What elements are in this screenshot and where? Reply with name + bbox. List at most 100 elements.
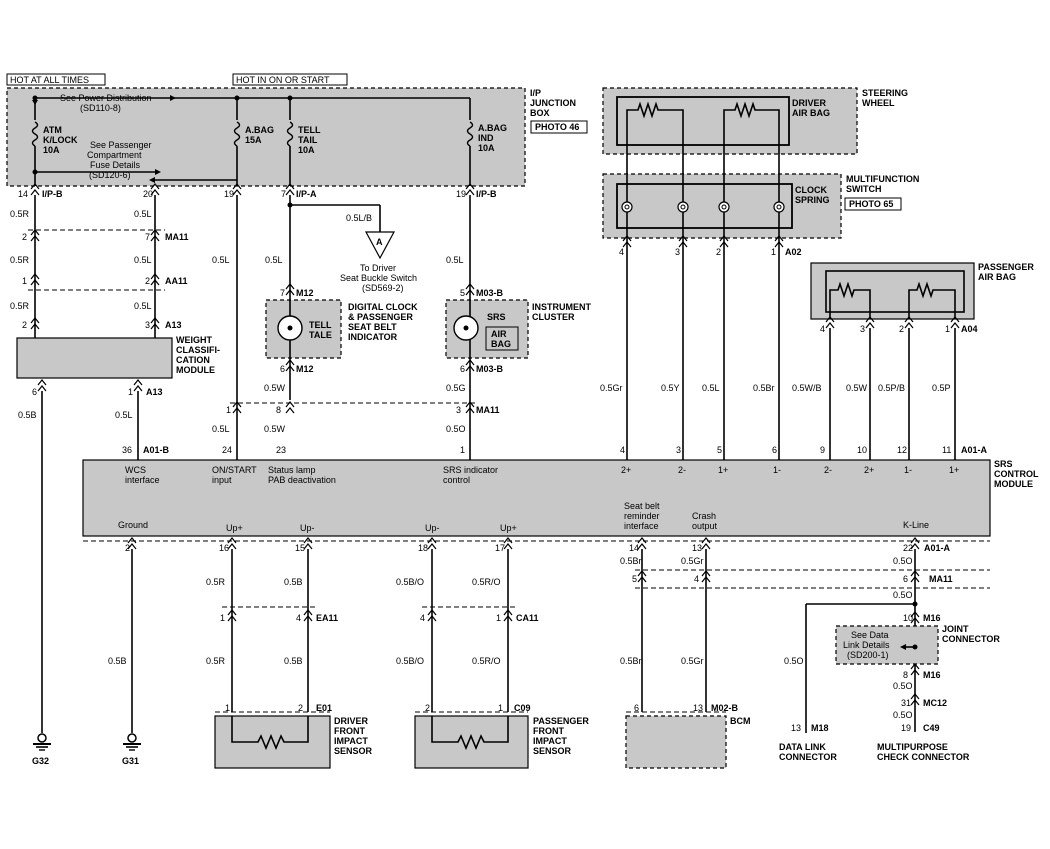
- photo46-box: [530, 120, 588, 134]
- ca11: CA11: [516, 613, 539, 623]
- pin-19c: 19: [901, 723, 911, 733]
- a13-2: A13: [146, 387, 163, 397]
- seatbelt-2: reminder: [624, 511, 660, 521]
- photo46-label: PHOTO 46: [535, 122, 579, 132]
- pin-1i: 1: [225, 703, 230, 713]
- wcs: WCS: [125, 465, 146, 475]
- pin-9: 9: [820, 445, 825, 455]
- pin-13b: 13: [693, 703, 703, 713]
- g32-label: G32: [32, 756, 49, 766]
- fuse-klock: K/LOCK: [43, 135, 78, 145]
- srs-control-label-1: SRS: [994, 459, 1013, 469]
- hot-in-on-or-start-label: HOT IN ON OR START: [236, 75, 330, 85]
- pin-8a: 8: [276, 405, 281, 415]
- m16-1: M16: [923, 613, 941, 623]
- wire-05o-3: 0.5O: [893, 590, 913, 600]
- pin-10: 10: [857, 445, 867, 455]
- pab-deact: PAB deactivation: [268, 475, 336, 485]
- passenger-label: PASSENGER: [978, 262, 1034, 272]
- wire-05br: 0.5Br: [753, 383, 775, 393]
- pin-6c: 6: [460, 364, 465, 374]
- wire-05b-2: 0.5B: [284, 577, 303, 587]
- upminus-2: Up-: [425, 523, 440, 533]
- pin-2c: 2: [22, 320, 27, 330]
- a13-1: A13: [165, 320, 182, 330]
- wire-05r-1: 0.5R: [10, 209, 30, 219]
- pin-1b: 1: [128, 387, 133, 397]
- srs-indicator: SRS indicator: [443, 465, 498, 475]
- dff-1: DRIVER: [334, 716, 369, 726]
- pin-1h: 1: [496, 613, 501, 623]
- pff-2: FRONT: [533, 726, 564, 736]
- digital-3: SEAT BELT: [348, 322, 397, 332]
- a01a-2: A01-A: [924, 543, 951, 553]
- pin-2b: 2: [145, 276, 150, 286]
- ground-g31-icon: [122, 733, 142, 751]
- pin-label-1minus-b: 1-: [904, 465, 912, 475]
- e01: E01: [316, 703, 332, 713]
- multipurpose-label: MULTIPURPOSE: [877, 742, 948, 752]
- ip-junction-box: [6, 87, 526, 187]
- wire-05l-5: 0.5L: [265, 255, 283, 265]
- pin-6e: 6: [903, 574, 908, 584]
- wire-05r-3: 0.5R: [10, 301, 30, 311]
- crash-2: output: [692, 521, 718, 531]
- pin-7b: 7: [145, 232, 150, 242]
- steering-label: STEERING: [862, 88, 908, 98]
- a01a-1: A01-A: [961, 445, 988, 455]
- connector1-label: CONNECTOR: [942, 634, 1000, 644]
- digital-2: & PASSENGER: [348, 312, 413, 322]
- m03b-2: M03-B: [476, 364, 504, 374]
- pin-6a: 6: [32, 387, 37, 397]
- pin-4e: 4: [420, 613, 425, 623]
- cluster-label: CLUSTER: [532, 312, 575, 322]
- pin-14b: 14: [629, 543, 639, 553]
- fuse-details: Fuse Details: [90, 160, 141, 170]
- passenger-airbag-inner: [825, 270, 965, 313]
- pin-3a: 3: [145, 320, 150, 330]
- dff-4: SENSOR: [334, 746, 373, 756]
- pin-16: 16: [219, 543, 229, 553]
- pin-5a: 5: [460, 288, 465, 298]
- clock-spring-coils: [621, 201, 785, 213]
- sd569: (SD569-2): [362, 283, 404, 293]
- pin-3e: 3: [676, 445, 681, 455]
- wire-05w-1: 0.5W: [264, 383, 286, 393]
- pin-1e: 1: [771, 247, 776, 257]
- wire-05l-7: 0.5L: [115, 410, 133, 420]
- pin-6d: 6: [772, 445, 777, 455]
- fuse-abag2: A.BAG: [478, 123, 507, 133]
- wire-05w-2: 0.5W: [264, 424, 286, 434]
- bcm-box: [625, 715, 727, 769]
- wire-05br-2: 0.5Br: [620, 556, 642, 566]
- pin-15: 15: [295, 543, 305, 553]
- pin-6f: 6: [634, 703, 639, 713]
- tell-tale-2: TALE: [309, 330, 332, 340]
- joint-connector-box: [835, 625, 939, 665]
- clock-label: CLOCK: [795, 185, 827, 195]
- wire-05o-4: 0.5O: [784, 656, 804, 666]
- c09: C09: [514, 703, 531, 713]
- hot-at-all-times-label: HOT AT ALL TIMES: [10, 75, 89, 85]
- fuse-tell: TELL: [298, 125, 321, 135]
- wire-05w-3: 0.5W: [846, 383, 868, 393]
- photo65-box: [844, 197, 902, 211]
- weight-classification-module: [16, 337, 173, 379]
- upplus-2: Up+: [500, 523, 517, 533]
- wire-05bo-1: 0.5B/O: [396, 577, 424, 587]
- onstart: ON/START: [212, 465, 257, 475]
- dff-3: IMPACT: [334, 736, 368, 746]
- sd120-6: (SD120-6): [89, 170, 131, 180]
- hot-in-on-or-start-box: [232, 73, 348, 86]
- see-data: See Data: [851, 630, 889, 640]
- wire-05y: 0.5Y: [661, 383, 680, 393]
- pin-8b: 8: [903, 670, 908, 680]
- pin-19a: 19: [224, 189, 234, 199]
- pin-2e: 2: [899, 324, 904, 334]
- pin-label-1plus-b: 1+: [949, 465, 959, 475]
- pff-4: SENSOR: [533, 746, 572, 756]
- pin-12: 12: [897, 445, 907, 455]
- sd200: (SD200-1): [847, 650, 889, 660]
- pff-1: PASSENGER: [533, 716, 589, 726]
